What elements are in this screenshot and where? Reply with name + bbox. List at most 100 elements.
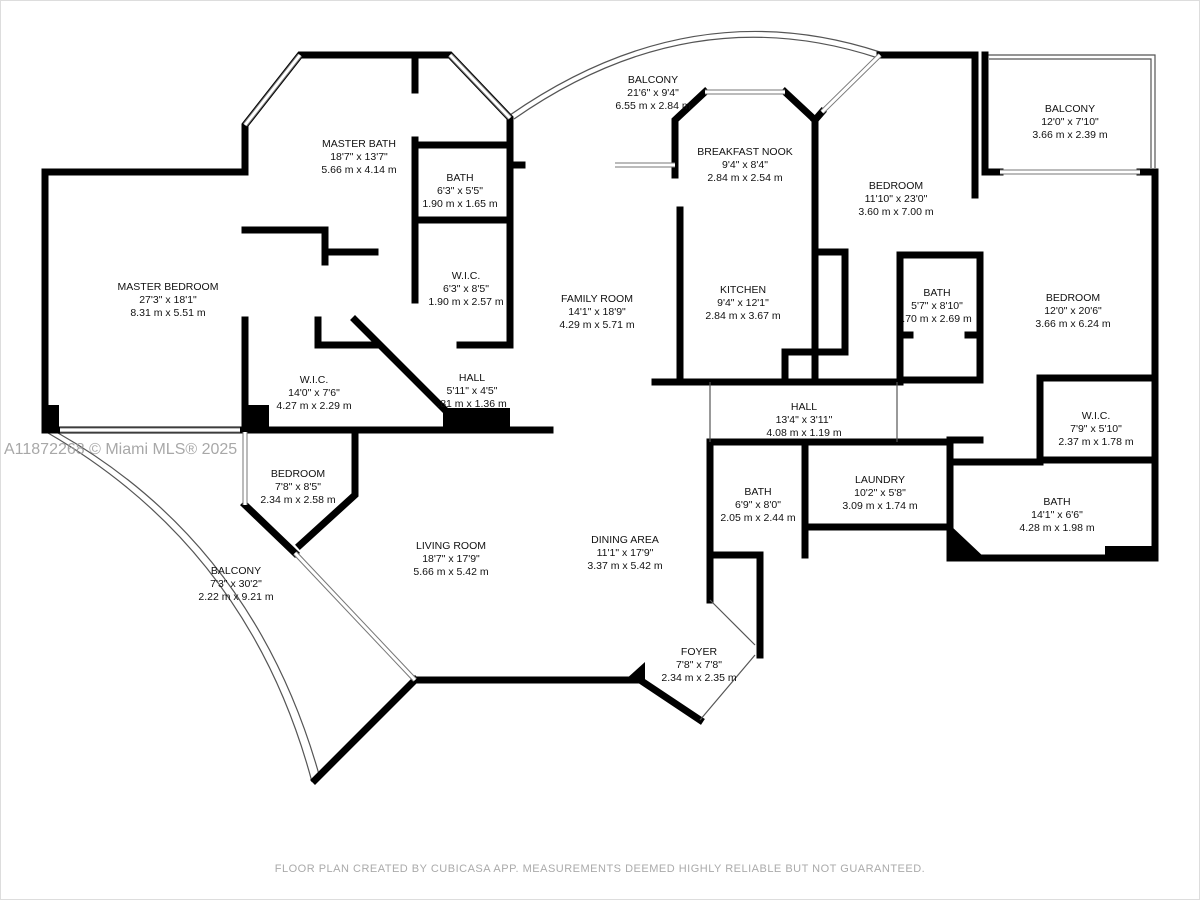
room-imperial: 5'11" x 4'5" — [446, 385, 498, 397]
room-metric: 5.66 m x 5.42 m — [413, 566, 489, 578]
room-metric: .81 m x 1.36 m — [437, 398, 507, 410]
room-metric: 3.09 m x 1.74 m — [842, 500, 918, 512]
room-name: BREAKFAST NOOK — [697, 146, 793, 158]
room-name: BATH — [1043, 496, 1071, 508]
room-imperial: 13'4" x 3'11" — [775, 414, 833, 426]
room-metric: .70 m x 2.69 m — [902, 313, 972, 325]
room-name: BEDROOM — [868, 180, 924, 192]
room-metric: 4.29 m x 5.71 m — [559, 319, 635, 331]
room-imperial: 9'4" x 12'1" — [717, 297, 769, 309]
room-imperial: 21'6" x 9'4" — [627, 87, 679, 99]
room-name: LAUNDRY — [854, 474, 905, 486]
balcony-railing-north — [509, 30, 881, 120]
room-name: MASTER BATH — [322, 138, 396, 150]
room-metric: 2.34 m x 2.58 m — [260, 494, 336, 506]
room-name: W.I.C. — [1081, 410, 1111, 422]
footer-disclaimer: FLOOR PLAN CREATED BY CUBICASA APP. MEAS… — [274, 863, 926, 875]
room-imperial: 6'3" x 8'5" — [443, 283, 489, 295]
room-name: BATH — [446, 172, 474, 184]
room-metric: 3.60 m x 7.00 m — [858, 206, 934, 218]
room-imperial: 18'7" x 13'7" — [330, 151, 388, 163]
room-imperial: 14'0" x 7'6" — [288, 387, 340, 399]
room-name: FOYER — [680, 646, 718, 658]
room-metric: 2.37 m x 1.78 m — [1058, 436, 1134, 448]
room-name: BEDROOM — [270, 468, 326, 480]
balcony-railing-east — [985, 54, 1156, 168]
windows — [60, 53, 1140, 721]
room-imperial: 7'8" x 8'5" — [275, 481, 321, 493]
room-metric: 2.05 m x 2.44 m — [720, 512, 796, 524]
room-imperial: 10'2" x 5'8" — [854, 487, 906, 499]
room-name: BALCONY — [1044, 103, 1096, 115]
room-imperial: 12'0" x 7'10" — [1041, 116, 1099, 128]
room-metric: 6.55 m x 2.84 m — [615, 100, 691, 112]
room-metric: 5.66 m x 4.14 m — [321, 164, 397, 176]
room-imperial: 7'3" x 30'2" — [210, 578, 262, 590]
room-imperial: 11'1" x 17'9" — [596, 547, 654, 559]
room-label-wic-3: W.I.C.7'9" x 5'10"2.37 m x 1.78 m — [1058, 410, 1133, 449]
room-imperial: 14'1" x 6'6" — [1031, 509, 1083, 521]
room-imperial: 9'4" x 8'4" — [722, 159, 768, 171]
room-label-wic-1: W.I.C.6'3" x 8'5"1.90 m x 2.57 m — [428, 270, 503, 309]
room-metric: 1.90 m x 2.57 m — [428, 296, 504, 308]
room-imperial: 18'7" x 17'9" — [422, 553, 480, 565]
room-name: MASTER BEDROOM — [117, 281, 219, 293]
room-metric: 2.34 m x 2.35 m — [661, 672, 737, 684]
room-imperial: 7'8" x 7'8" — [676, 659, 722, 671]
room-metric: 3.37 m x 5.42 m — [587, 560, 663, 572]
room-metric: 2.84 m x 3.67 m — [705, 310, 781, 322]
room-name: HALL — [790, 401, 818, 413]
room-metric: 2.22 m x 9.21 m — [198, 591, 274, 603]
room-imperial: 27'3" x 18'1" — [139, 294, 197, 306]
room-metric: 4.27 m x 2.29 m — [276, 400, 352, 412]
room-imperial: 6'3" x 5'5" — [437, 185, 483, 197]
room-label-wic-2: W.I.C.14'0" x 7'6"4.27 m x 2.29 m — [276, 374, 351, 413]
room-name: FAMILY ROOM — [561, 293, 633, 305]
room-name: BALCONY — [210, 565, 262, 577]
room-imperial: 14'1" x 18'9" — [568, 306, 626, 318]
room-name: LIVING ROOM — [415, 540, 487, 552]
room-metric: 3.66 m x 2.39 m — [1032, 129, 1108, 141]
balcony-railing-west — [47, 432, 321, 783]
room-name: W.I.C. — [451, 270, 481, 282]
room-name: HALL — [458, 372, 486, 384]
room-metric: 3.66 m x 6.24 m — [1035, 318, 1111, 330]
room-imperial: 5'7" x 8'10" — [911, 300, 963, 312]
room-imperial: 11'10" x 23'0" — [864, 193, 928, 205]
walls — [41, 51, 1159, 785]
room-metric: 8.31 m x 5.51 m — [130, 307, 206, 319]
room-metric: 4.08 m x 1.19 m — [766, 427, 842, 439]
room-name: DINING AREA — [591, 534, 659, 546]
room-name: BALCONY — [627, 74, 679, 86]
room-imperial: 7'9" x 5'10" — [1070, 423, 1122, 435]
room-metric: 4.28 m x 1.98 m — [1019, 522, 1095, 534]
room-name: W.I.C. — [299, 374, 329, 386]
room-name: KITCHEN — [719, 284, 767, 296]
room-name: BATH — [744, 486, 772, 498]
room-metric: 2.84 m x 2.54 m — [707, 172, 783, 184]
room-imperial: 6'9" x 8'0" — [735, 499, 781, 511]
room-name: BEDROOM — [1045, 292, 1101, 304]
watermark: A11872268 © Miami MLS® 2025 — [4, 441, 238, 458]
